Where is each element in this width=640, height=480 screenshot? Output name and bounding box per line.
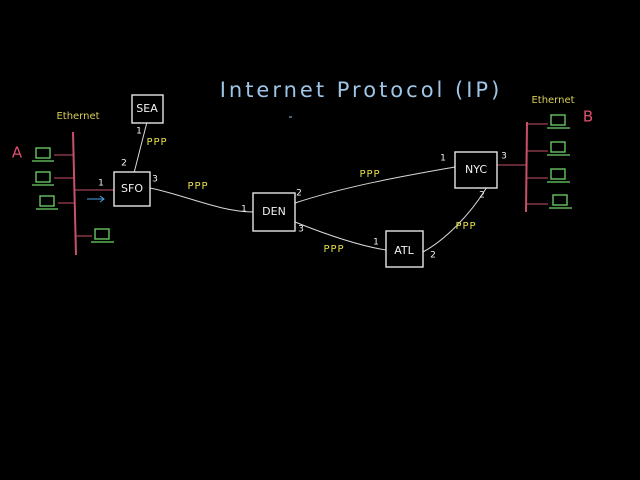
- ppp-label-den-atl: PPP: [323, 244, 344, 255]
- ethernet-label-right: Ethernet: [531, 95, 574, 106]
- router-label-nyc: NYC: [465, 163, 487, 176]
- ethernet-bus-left: [72, 131, 77, 256]
- diagram-title: Internet Protocol (IP): [220, 78, 503, 102]
- port-nyc-3: 3: [501, 152, 507, 162]
- link-atl-nyc: [422, 186, 488, 253]
- port-atl-1: 1: [373, 238, 379, 248]
- ppp-label-atl-nyc: PPP: [455, 221, 476, 232]
- link-den-nyc: [294, 166, 456, 204]
- ppp-label-sea-sfo: PPP: [146, 137, 167, 148]
- link-sfo-den: [149, 187, 255, 213]
- port-nyc-1: 1: [440, 154, 446, 164]
- ppp-label-sfo-den: PPP: [187, 181, 208, 192]
- port-den-3: 3: [298, 225, 304, 235]
- router-nyc: NYC: [454, 151, 498, 189]
- router-sfo: SFO: [113, 171, 151, 207]
- host-computer: [36, 195, 74, 210]
- router-den: DEN: [252, 192, 296, 232]
- ppp-label-den-nyc: PPP: [359, 169, 380, 180]
- router-label-den: DEN: [262, 205, 286, 218]
- host-label-a: A: [12, 144, 23, 162]
- host-computer: [76, 228, 114, 243]
- host-computer: [32, 171, 74, 186]
- router-atl: ATL: [385, 230, 424, 268]
- router-label-sfo: SFO: [121, 182, 143, 195]
- port-atl-2: 2: [430, 251, 436, 261]
- port-sfo-3: 3: [152, 175, 158, 185]
- arrow-head-icon: [99, 195, 105, 203]
- host-computer: [527, 141, 570, 156]
- link-sea-sfo: [133, 121, 148, 174]
- port-sea-1: 1: [136, 127, 142, 137]
- port-den-2: 2: [296, 189, 302, 199]
- router-label-atl: ATL: [394, 244, 414, 257]
- link-den-atl: [294, 221, 387, 251]
- port-sfo-2: 2: [121, 159, 127, 169]
- port-den-1: 1: [241, 205, 247, 215]
- host-computer: [527, 114, 570, 129]
- host-computer: [527, 194, 572, 209]
- port-nyc-2: 2: [479, 191, 485, 201]
- ethernet-bus-right: [525, 121, 528, 213]
- host-computer: [32, 147, 74, 162]
- host-label-b: B: [583, 108, 593, 126]
- host-computer: [527, 168, 570, 183]
- router-label-sea: SEA: [136, 102, 158, 115]
- router-sea: SEA: [131, 94, 164, 124]
- ethernet-label-left: Ethernet: [56, 111, 99, 122]
- port-sfo-1: 1: [98, 179, 104, 189]
